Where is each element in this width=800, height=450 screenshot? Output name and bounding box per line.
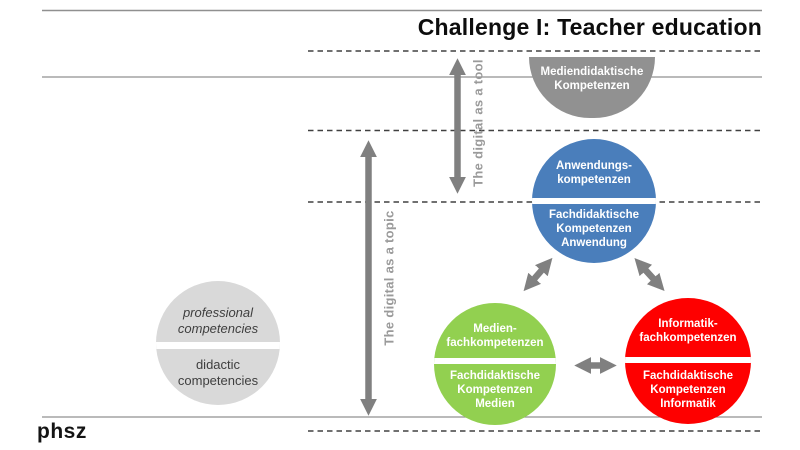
label-line: Anwendungs- (555, 160, 633, 172)
circle-divider (156, 342, 280, 349)
informatics-bottom-label: Fachdidaktische Kompetenzen Informatik (625, 369, 751, 411)
label-line: kompetenzen (557, 174, 631, 187)
label-line: Kompetenzen (554, 80, 630, 93)
label-line: Fachdidaktische (548, 209, 640, 221)
label-line: Kompetenzen (457, 384, 533, 397)
media-top-label: Medien- fachkompetenzen (434, 322, 556, 350)
label-line: fachkompetenzen (639, 332, 737, 345)
slide-title: Challenge I: Teacher education (417, 14, 762, 40)
axis-label-digital-as-tool: The digital as a tool (470, 59, 486, 187)
circle-application-competencies: Anwendungs- kompetenzen Fachdidaktische … (532, 139, 656, 263)
blue-green-double-arrow (523, 257, 553, 292)
label-line: Fachdidaktische (642, 370, 734, 382)
media-didactic-label: Mediendidaktische Kompetenzen (529, 65, 655, 93)
circle-professional-competencies: professional competencies didactic compe… (156, 281, 280, 405)
label-line: Anwendung (561, 237, 627, 250)
label-line: Medien- (473, 323, 517, 335)
label-line: professional (182, 305, 254, 320)
label-line: Informatik (660, 398, 716, 411)
informatics-top-label: Informatik- fachkompetenzen (625, 317, 751, 345)
circle-divider (625, 357, 751, 363)
label-line: Medien (475, 398, 515, 411)
label-line: competencies (177, 373, 259, 389)
label-line: Kompetenzen (556, 223, 632, 236)
media-bottom-label: Fachdidaktische Kompetenzen Medien (434, 369, 556, 411)
label-line: Fachdidaktische (449, 370, 541, 382)
application-top-label: Anwendungs- kompetenzen (532, 159, 656, 187)
label-line: Mediendidaktische (540, 66, 644, 78)
label-line: Kompetenzen (650, 384, 726, 397)
professional-bottom-label: didactic competencies (156, 357, 280, 390)
circle-media-subject-competencies: Medien- fachkompetenzen Fachdidaktische … (434, 303, 556, 425)
label-line: fachkompetenzen (446, 337, 544, 350)
circle-divider (532, 198, 656, 204)
blue-red-double-arrow (634, 258, 665, 291)
label-line: competencies (177, 321, 259, 337)
application-bottom-label: Fachdidaktische Kompetenzen Anwendung (532, 208, 656, 250)
phsz-logo: phsz (37, 420, 87, 443)
circle-divider (434, 358, 556, 364)
circle-informatics-subject-competencies: Informatik- fachkompetenzen Fachdidaktis… (625, 298, 751, 424)
label-line: Informatik- (658, 318, 718, 330)
axis-label-digital-as-topic: The digital as a topic (381, 210, 397, 346)
label-line: didactic (195, 357, 241, 372)
professional-top-label: professional competencies (156, 305, 280, 338)
